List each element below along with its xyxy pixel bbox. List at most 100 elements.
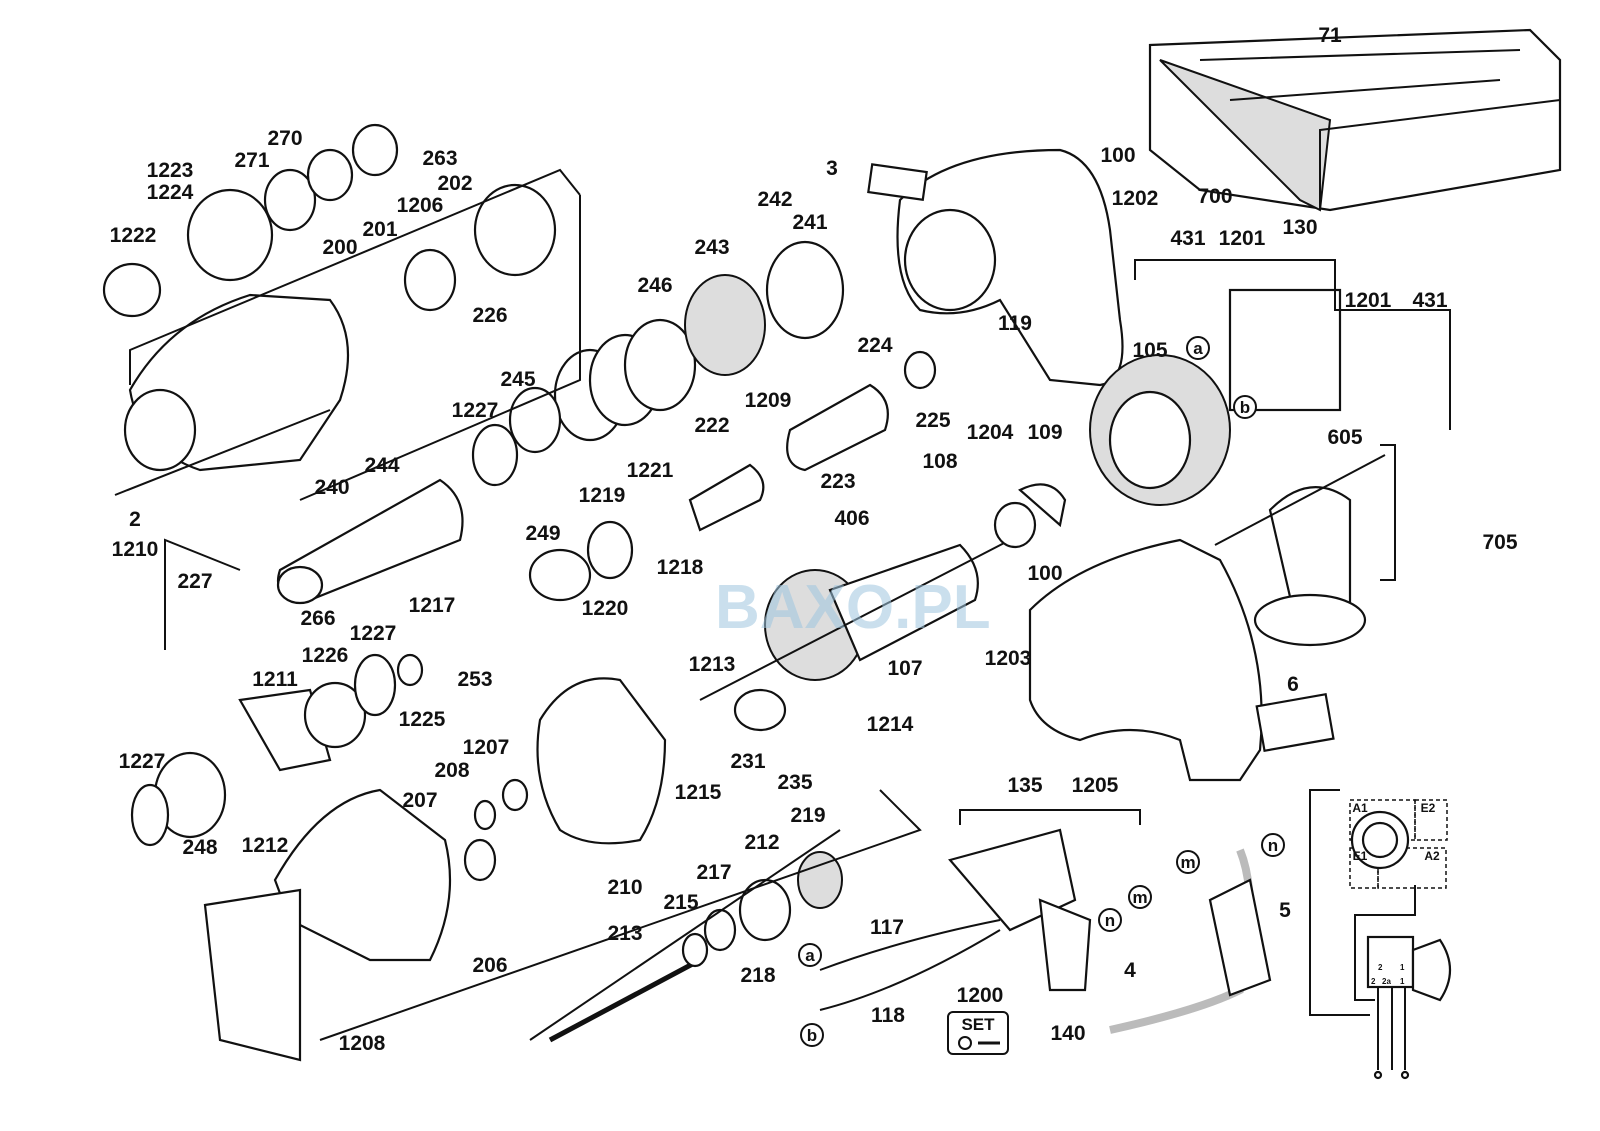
- connector-letter: m: [1180, 853, 1195, 872]
- part-number-label: 227: [177, 570, 212, 593]
- part-number-label: 107: [887, 657, 922, 680]
- part-number-label: 1212: [242, 834, 289, 857]
- part-number-label: 117: [870, 916, 904, 939]
- part-number-label: 1210: [112, 538, 159, 561]
- part-number-label: 135: [1007, 774, 1042, 797]
- brush-holder: [1228, 288, 1342, 412]
- part-number-label: 1227: [119, 750, 166, 773]
- part-number-label: 231: [730, 750, 765, 773]
- part-number-label: 1215: [675, 781, 722, 804]
- part-number-label: 1207: [463, 736, 510, 759]
- connector-letter: b: [1240, 398, 1250, 417]
- chuck-sleeve: [186, 188, 274, 282]
- wiring-diagram: [1309, 789, 1451, 1080]
- auxiliary-handle: [1214, 454, 1386, 647]
- gear-housing: [114, 293, 350, 496]
- connector-marker: [1128, 885, 1152, 909]
- motor-housing: [273, 788, 452, 962]
- part-number-label: 1201: [1219, 227, 1266, 250]
- part-number-label: 1211: [252, 668, 298, 691]
- part-number-label: 5: [1279, 899, 1291, 922]
- part-number-label: 119: [998, 312, 1032, 335]
- part-number-label: 1225: [399, 708, 446, 731]
- housing: [1028, 538, 1335, 782]
- part-number-label: 1200: [957, 984, 1004, 1007]
- connector-letter: m: [1132, 888, 1147, 907]
- part-number-label: 1227: [350, 622, 397, 645]
- part-number-label: 130: [1282, 216, 1317, 239]
- part-number-label: 249: [525, 522, 560, 545]
- part-number-label: 1204: [967, 421, 1014, 444]
- connector-marker: [1098, 908, 1122, 932]
- gasket: [203, 888, 302, 1062]
- part-number-label: 2: [129, 508, 141, 531]
- part-number-label: 1208: [339, 1032, 386, 1055]
- switch-pin-label: 2: [1378, 963, 1383, 972]
- connector-marker: [800, 1023, 824, 1047]
- part-number-label: 406: [834, 507, 869, 530]
- part-number-label: 271: [234, 149, 269, 172]
- wiring-terminal-label: A1: [1352, 801, 1368, 815]
- part-number-label: 6: [1287, 673, 1299, 696]
- part-number-label: 1202: [1112, 187, 1159, 210]
- connector-marker: [1186, 336, 1210, 360]
- part-number-label: 1218: [657, 556, 704, 579]
- chuck-cap: [102, 262, 162, 318]
- housing-half: [867, 148, 1124, 387]
- part-number-label: 224: [857, 334, 892, 357]
- connector-letter: n: [1105, 911, 1115, 930]
- part-number-label: 219: [790, 804, 825, 827]
- wiring-terminal-label: E2: [1421, 801, 1436, 815]
- part-number-label: 1201: [1345, 289, 1392, 312]
- needle-bearing: [473, 183, 557, 277]
- gear: [684, 274, 766, 376]
- part-number-label: 263: [422, 147, 457, 170]
- connector-letter: a: [1193, 339, 1203, 358]
- watermark: BAXO.PL: [715, 573, 991, 642]
- fan-guard: [536, 677, 667, 845]
- part-number-label: 222: [694, 414, 729, 437]
- part-number-label: 201: [362, 218, 397, 241]
- connector-marker: [1233, 395, 1257, 419]
- part-number-label: 240: [314, 476, 349, 499]
- part-number-label: 1219: [579, 484, 626, 507]
- part-number-label: 248: [182, 836, 217, 859]
- part-number-label: 1209: [745, 389, 792, 412]
- part-number-label: 223: [820, 470, 855, 493]
- connector-letter: b: [807, 1026, 817, 1045]
- part-number-label: 266: [300, 607, 335, 630]
- part-number-label: 208: [434, 759, 469, 782]
- wiring-terminal-label: A2: [1424, 849, 1440, 863]
- connector-letter: a: [805, 946, 815, 965]
- set-badge: SET: [947, 1011, 1009, 1055]
- part-number-label: 3: [826, 157, 838, 180]
- part-number-label: 100: [1027, 562, 1062, 585]
- connector-marker: [1261, 833, 1285, 857]
- part-number-label: 700: [1197, 185, 1232, 208]
- part-number-label: 270: [267, 127, 302, 150]
- part-number-label: 243: [694, 236, 729, 259]
- connector-letter: n: [1268, 836, 1278, 855]
- part-number-label: 1217: [409, 594, 456, 617]
- set-badge-text: SET: [961, 1015, 995, 1034]
- part-number-label: 118: [871, 1004, 905, 1027]
- part-number-label: 1224: [147, 181, 194, 204]
- part-number-label: 140: [1050, 1022, 1085, 1045]
- part-number-label: 431: [1412, 289, 1447, 312]
- wiring-terminal-label: E1: [1353, 849, 1368, 863]
- part-number-label: 226: [472, 304, 507, 327]
- part-number-label: 206: [472, 954, 507, 977]
- part-number-label: 71: [1318, 24, 1342, 47]
- part-number-label: 202: [437, 172, 472, 195]
- part-number-label: 705: [1482, 531, 1517, 554]
- part-number-label: 1227: [452, 399, 499, 422]
- part-number-label: 225: [915, 409, 950, 432]
- part-number-label: 109: [1027, 421, 1062, 444]
- part-number-label: 217: [696, 861, 731, 884]
- part-number-label: 1203: [985, 647, 1032, 670]
- part-number-label: 105: [1132, 339, 1167, 362]
- part-number-label: 431: [1170, 227, 1205, 250]
- part-number-label: 200: [322, 236, 357, 259]
